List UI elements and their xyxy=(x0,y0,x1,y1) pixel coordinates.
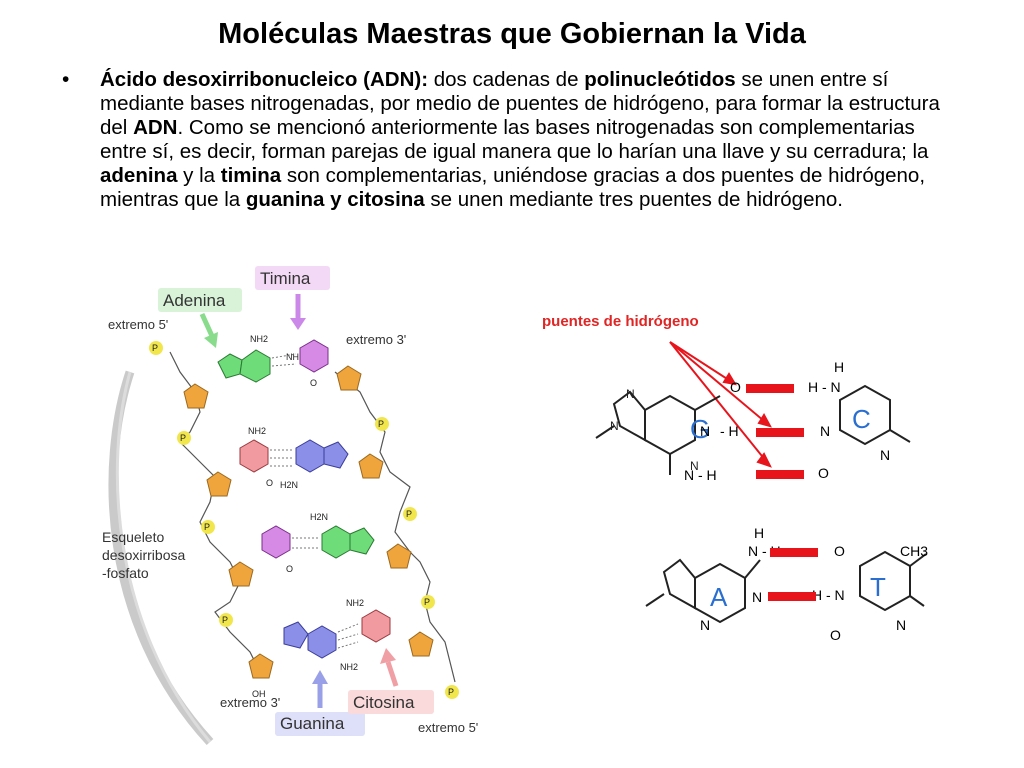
svg-text:O: O xyxy=(730,379,741,395)
svg-text:N: N xyxy=(896,617,906,633)
bullet-paragraph-block: • Ácido desoxirribonucleico (ADN): dos c… xyxy=(62,68,962,212)
svg-text:N: N xyxy=(626,387,635,401)
svg-text:N: N xyxy=(880,447,890,463)
g-letter: G xyxy=(690,414,710,444)
svg-text:H - N: H - N xyxy=(812,587,845,603)
svg-text:P: P xyxy=(424,597,430,607)
timina-base: NH O xyxy=(286,339,329,388)
svg-text:P: P xyxy=(406,509,412,519)
svg-text:O: O xyxy=(818,465,829,481)
timina-label: Timina xyxy=(260,269,311,288)
paragraph-segment: dos cadenas de xyxy=(428,68,585,91)
svg-text:H: H xyxy=(834,359,844,375)
t-letter: T xyxy=(870,572,886,602)
hydrogen-bond-diagram: puentes de hidrógeno G N N N O N - H N -… xyxy=(542,313,928,643)
svg-text:NH2: NH2 xyxy=(340,662,358,672)
citosina-base-2: NH2 xyxy=(346,598,391,643)
extremo-3-bottom-label: extremo 3' xyxy=(220,695,280,710)
svg-text:P: P xyxy=(448,687,454,697)
svg-text:CH3: CH3 xyxy=(900,543,928,559)
svg-text:O: O xyxy=(286,564,293,574)
esqueleto-label-3: -fosfato xyxy=(102,565,149,581)
svg-text:N - H: N - H xyxy=(684,467,717,483)
esqueleto-label-2: desoxirribosa xyxy=(102,547,185,563)
extremo-5-top-label: extremo 5' xyxy=(108,317,168,332)
svg-text:- H: - H xyxy=(720,423,739,439)
svg-text:NH: NH xyxy=(286,352,299,362)
svg-text:N: N xyxy=(700,617,710,633)
svg-text:O: O xyxy=(830,627,841,643)
phosphate-group: P P P P P P P P xyxy=(149,341,459,699)
extremo-3-top-label: extremo 3' xyxy=(346,332,406,347)
paragraph-segment: se unen mediante tres puentes de hidróge… xyxy=(424,188,843,211)
svg-text:H: H xyxy=(754,525,764,541)
svg-text:N: N xyxy=(752,589,762,605)
citosina-label: Citosina xyxy=(353,693,415,712)
adenina-base: NH2 xyxy=(217,334,271,383)
bullet-icon: • xyxy=(62,68,70,91)
paragraph-segment: . Como se mencionó anteriormente las bas… xyxy=(100,116,929,163)
adenina-label: Adenina xyxy=(163,291,226,310)
dna-double-helix-diagram: Timina Adenina extremo 5' extremo 3' Esq… xyxy=(102,266,478,746)
svg-text:NH2: NH2 xyxy=(250,334,268,344)
guanina-base-2: NH2 xyxy=(283,621,358,672)
adenina-structure xyxy=(645,558,761,624)
paragraph-segment: guanina y citosina xyxy=(245,188,425,211)
guanina-base: H2N xyxy=(280,439,349,490)
svg-text:P: P xyxy=(180,433,186,443)
paragraph-segment: polinucleótidos xyxy=(584,68,736,91)
svg-text:H2N: H2N xyxy=(310,512,328,522)
deoxyribose-sugar xyxy=(183,365,434,679)
timina-base-2: O xyxy=(261,525,293,574)
svg-text:P: P xyxy=(152,343,158,353)
citosina-base: NH2 O xyxy=(239,426,273,488)
c-letter: C xyxy=(852,404,871,434)
a-letter: A xyxy=(710,582,728,612)
svg-text:NH2: NH2 xyxy=(248,426,266,436)
extremo-5-bottom-label: extremo 5' xyxy=(418,720,478,735)
svg-text:H2N: H2N xyxy=(280,480,298,490)
slide-title: Moléculas Maestras que Gobiernan la Vida xyxy=(218,18,806,50)
paragraph-segment: son complementarias, uniéndose gracias a… xyxy=(100,164,926,211)
svg-text:NH2: NH2 xyxy=(346,598,364,608)
svg-text:O: O xyxy=(266,478,273,488)
svg-text:O: O xyxy=(310,378,317,388)
svg-text:N: N xyxy=(610,419,619,433)
svg-text:P: P xyxy=(204,522,210,532)
svg-text:N: N xyxy=(690,459,699,473)
paragraph-segment: adenina xyxy=(100,164,178,187)
svg-text:OH: OH xyxy=(252,689,266,699)
paragraph-segment: Ácido desoxirribonucleico (ADN): xyxy=(100,68,429,91)
paragraph-segment: y la xyxy=(177,164,221,187)
svg-text:P: P xyxy=(378,419,384,429)
guanina-label: Guanina xyxy=(280,714,345,733)
paragraph-segment: ADN xyxy=(133,116,178,139)
adenina-base-2: H2N xyxy=(310,512,375,559)
svg-text:O: O xyxy=(834,543,845,559)
esqueleto-label-1: Esqueleto xyxy=(102,529,164,545)
citosina-structure xyxy=(839,384,911,446)
guanina-structure xyxy=(595,390,721,475)
timina-structure xyxy=(859,550,927,612)
backbone-bracket xyxy=(108,370,214,746)
paragraph-segment: se unen entre sí mediante bases nitrogen… xyxy=(100,68,940,139)
bullet-text: Ácido desoxirribonucleico (ADN): dos cad… xyxy=(100,68,962,212)
puentes-hidrogeno-label: puentes de hidrógeno xyxy=(542,313,699,330)
svg-text:P: P xyxy=(222,615,228,625)
svg-text:N: N xyxy=(700,423,710,439)
paragraph-segment: timina xyxy=(220,164,282,187)
svg-text:H - N: H - N xyxy=(808,379,841,395)
svg-text:N: N xyxy=(820,423,830,439)
